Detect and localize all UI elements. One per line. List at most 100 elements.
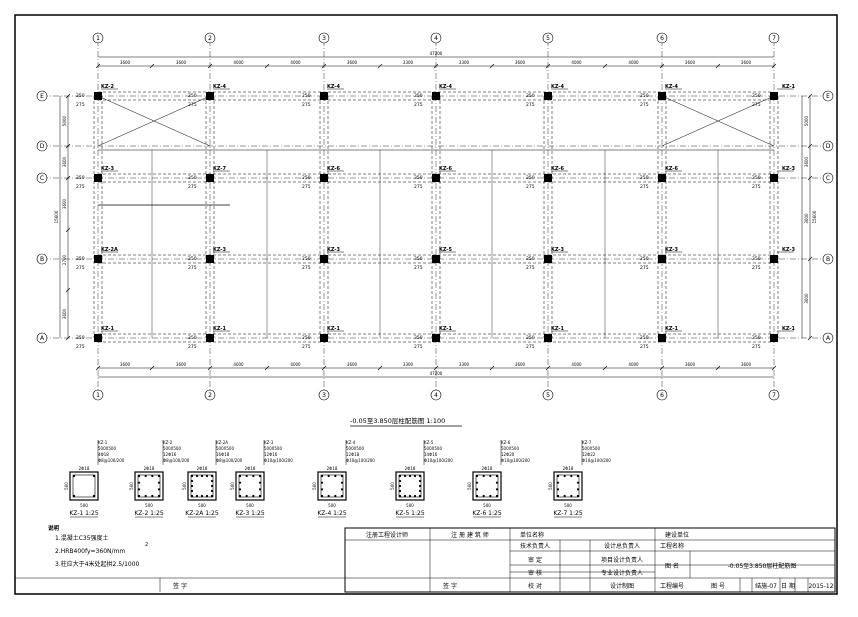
rebar [576, 474, 580, 478]
section-dim-side: 500 [64, 482, 69, 490]
axis-label: 5 [546, 392, 550, 399]
axis-bubble [92, 389, 104, 401]
dim-tick [545, 365, 551, 371]
offset-label: 275 [526, 184, 535, 190]
offset-label: 275 [640, 184, 649, 190]
section-dim-side: 500 [129, 482, 134, 490]
dim-tick [771, 365, 777, 371]
dim-label: 3600 [62, 308, 67, 319]
column-tag: KZ-1 [551, 326, 564, 332]
offset-label: 275 [414, 184, 423, 190]
offset-label: 250 [526, 335, 535, 341]
section-kz-2a: KZ-2A500X50016Φ18Φ8@100/2005005002Φ18KZ-… [182, 440, 243, 518]
dim-tick [771, 63, 777, 69]
column [320, 174, 328, 182]
axis-label: 2 [208, 35, 212, 42]
rebar [327, 494, 330, 498]
axis-bubble [36, 172, 48, 184]
dim-tick [264, 63, 270, 69]
column-tag: KZ-2A [101, 247, 118, 253]
section-dim-width: 500 [328, 503, 336, 508]
offset-label: 250 [76, 93, 85, 99]
column-tag: KZ-3 [101, 166, 114, 172]
offset-label: 250 [640, 175, 649, 181]
axis-bubble [318, 389, 330, 401]
section-name: KZ-2 [163, 440, 173, 445]
rebar [252, 474, 255, 478]
rebar [327, 474, 330, 478]
offset-label: 250 [752, 335, 761, 341]
dim-tick [95, 365, 101, 371]
offset-label: 275 [188, 344, 197, 350]
rebar [157, 481, 161, 484]
offset-label: 275 [526, 344, 535, 350]
offset-label: 275 [302, 344, 311, 350]
column [770, 334, 778, 342]
column-tag: KZ-2 [101, 84, 114, 90]
offset-label: 275 [302, 265, 311, 271]
axis-label: 3 [322, 392, 326, 399]
section-top-bars: 2Φ18 [245, 466, 256, 471]
rebar [157, 494, 161, 498]
rebar [137, 474, 141, 478]
rebar [576, 481, 580, 484]
rebar [398, 494, 402, 498]
offset-label: 275 [302, 184, 311, 190]
column [206, 255, 214, 263]
plan-title: -0.05至3.850层柱配筋图 1:100 [350, 416, 445, 425]
column [544, 174, 552, 182]
offset-label: 250 [526, 93, 535, 99]
dim-label: 4000 [233, 60, 244, 65]
tb-client: 建设单位 [665, 531, 689, 539]
column-tag: KZ-1 [782, 326, 795, 332]
axis-label: 6 [660, 392, 664, 399]
dim-tick [807, 175, 813, 181]
dim-label: 3600 [741, 362, 752, 367]
axis-label: D [40, 143, 45, 150]
rebar [210, 489, 214, 493]
axis-label: B [40, 256, 44, 263]
axis-bubble [318, 32, 330, 44]
offset-label: 250 [188, 93, 197, 99]
dim-label: 5000 [804, 115, 809, 126]
section-size: 500X500 [346, 446, 364, 451]
axis-bubble [92, 32, 104, 44]
axis-bubble [656, 32, 668, 44]
section-stirrup: Φ10@100/200 [424, 458, 453, 463]
tb-design-lead: 设计总负责人 [604, 542, 640, 550]
rebar [403, 494, 407, 498]
dim-tick [433, 365, 439, 371]
axis-bubble [36, 140, 48, 152]
axis-label: C [826, 175, 830, 182]
section-kz-5: KZ-5500X50014Φ16Φ10@100/2005005002Φ18KZ-… [390, 440, 453, 518]
offset-label: 250 [414, 335, 423, 341]
rebar [495, 481, 499, 484]
rebar [151, 494, 154, 498]
rebar [144, 474, 147, 478]
tb-project-label: 工程名称 [660, 542, 684, 550]
rebar [157, 474, 161, 478]
rebar [563, 494, 566, 498]
dim-label: 4000 [628, 362, 639, 367]
rebar [205, 494, 209, 498]
dim-tick [489, 63, 495, 69]
section-top-bars: 2Φ18 [144, 466, 155, 471]
column [94, 334, 102, 342]
rebar [495, 494, 499, 498]
dim-label: 3600 [741, 60, 752, 65]
rebar [252, 494, 255, 498]
note-line-1: 1.混凝土C35强度土 [55, 534, 109, 542]
column [320, 255, 328, 263]
rebar [190, 484, 194, 488]
tb-check: 校 对 [528, 582, 542, 590]
axis-bubble [822, 172, 834, 184]
column-tag: KZ-3 [551, 247, 564, 253]
dim-tick [433, 63, 439, 69]
dim-label: 3600 [347, 362, 358, 367]
rebar [210, 474, 214, 478]
axis-bubble [822, 253, 834, 265]
rebar [398, 479, 402, 483]
rebar [137, 494, 141, 498]
section-stirrup-shape [137, 474, 161, 498]
offset-label: 250 [752, 256, 761, 262]
